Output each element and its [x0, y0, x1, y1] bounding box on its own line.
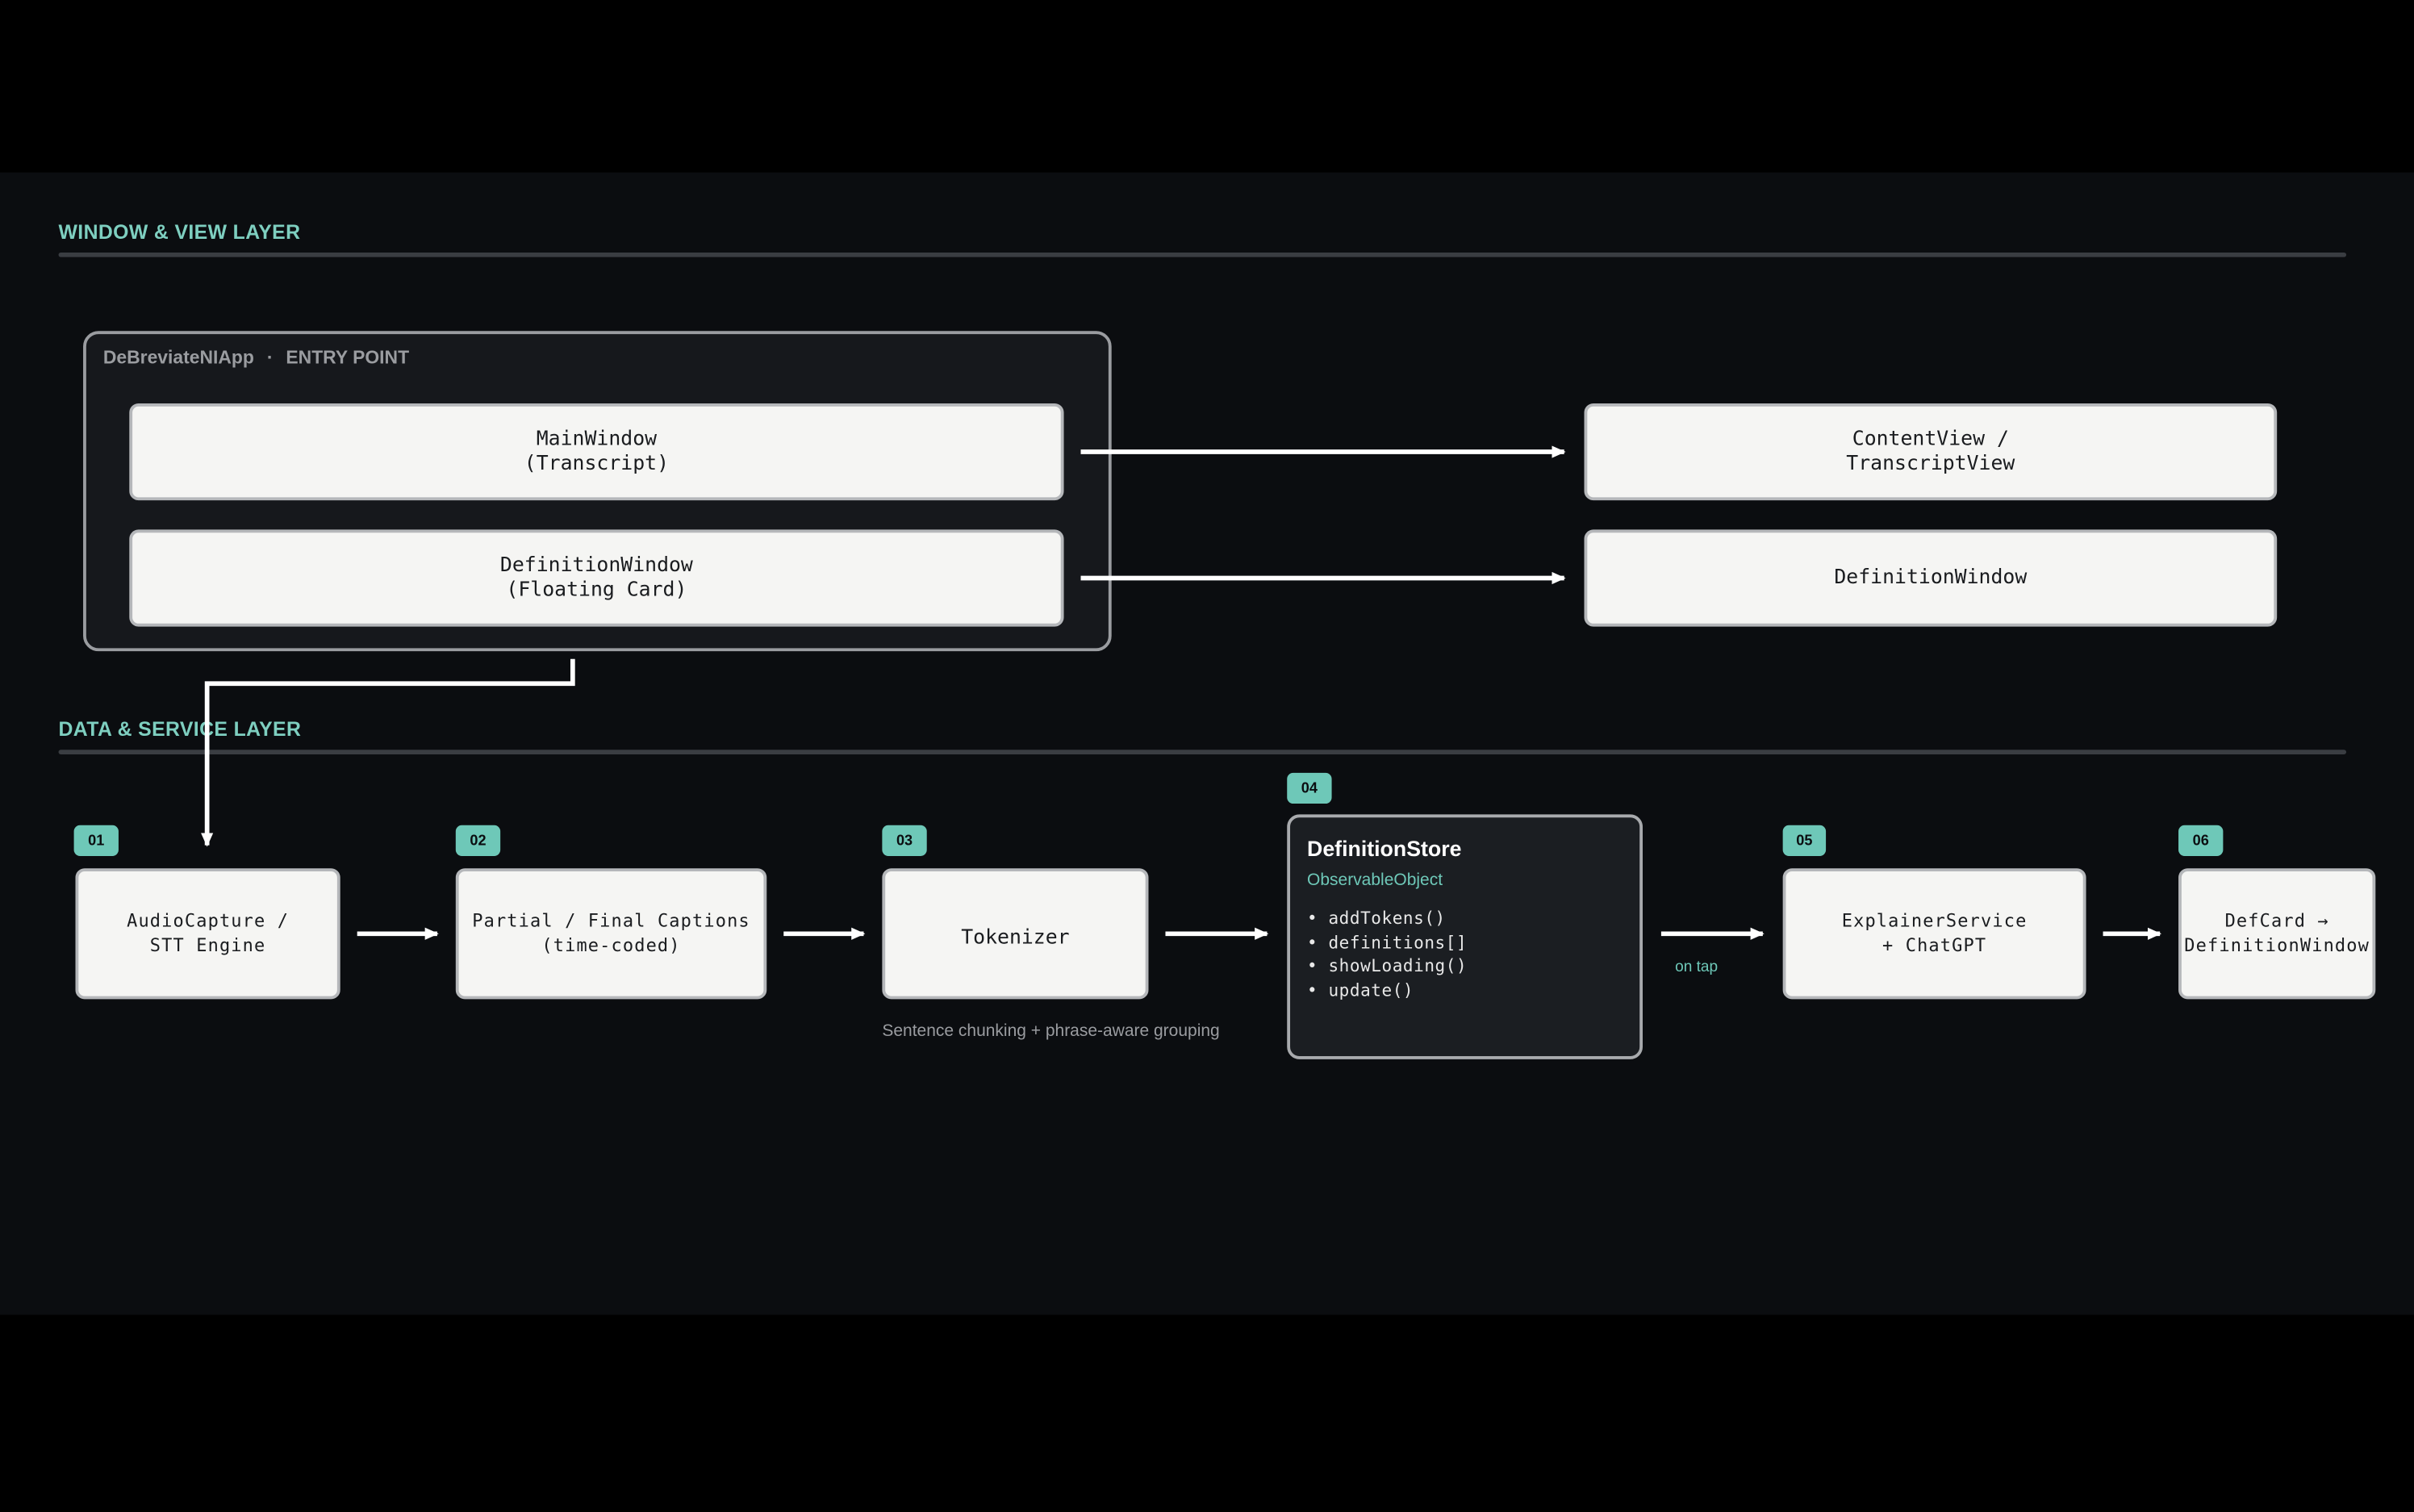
main-window-title: MainWindow [536, 428, 658, 451]
step-01-badge: 01 [73, 825, 119, 856]
definition-window-title: DefinitionWindow [499, 553, 693, 578]
definition-store-title: DefinitionStore [1307, 836, 1462, 861]
entry-point-label: DeBreviateNIApp · ENTRY POINT [103, 346, 409, 368]
step-02-badge: 02 [455, 825, 501, 856]
def-card-node: DefCard → DefinitionWindow [2178, 868, 2376, 1000]
step-03-badge: 03 [882, 825, 927, 856]
definition-window-subtitle: (Floating Card) [506, 578, 687, 602]
content-view-subtitle: TranscriptView [1846, 452, 2015, 475]
window-view-layer-divider [58, 252, 2347, 257]
definition-store-type: ObservableObject [1307, 871, 1443, 890]
entry-point-tag: ENTRY POINT [286, 346, 410, 369]
step-04-badge: 04 [1287, 772, 1332, 804]
main-window-subtitle: (Transcript) [524, 452, 670, 475]
entry-to-audio-arrow [201, 658, 575, 847]
tokenizer-title: Tokenizer [961, 926, 1070, 950]
definition-window-node: DefinitionWindow (Floating Card) [129, 529, 1064, 627]
on-tap-label: on tap [1675, 959, 1719, 976]
window-view-layer-title: WINDOW & VIEW LAYER [58, 219, 301, 244]
explainer-service-node: ExplainerService + ChatGPT [1782, 868, 2086, 1000]
explainer-service-title: ExplainerService [1841, 909, 2028, 932]
captions-title: Partial / Final Captions [472, 909, 750, 932]
step-06-badge: 06 [2178, 825, 2224, 856]
definition-store-node: DefinitionStore ObservableObject • addTo… [1287, 814, 1643, 1059]
audio-capture-node: AudioCapture / STT Engine [75, 868, 340, 1000]
def-card-title: DefCard → [2224, 909, 2329, 932]
data-service-layer-divider [58, 750, 2347, 754]
definition-window-view-title: DefinitionWindow [1834, 566, 2028, 590]
tokenizer-note: Sentence chunking + phrase-aware groupin… [882, 1022, 1220, 1041]
store-member: • update() [1307, 980, 1414, 1000]
main-window-node: MainWindow (Transcript) [129, 403, 1064, 501]
audio-capture-subtitle: STT Engine [149, 934, 266, 956]
def-card-subtitle: DefinitionWindow [2184, 934, 2370, 956]
captions-subtitle: (time-coded) [541, 934, 681, 956]
label-separator: · [266, 346, 274, 369]
content-view-title: ContentView / [1852, 428, 2009, 451]
content-view-node: ContentView / TranscriptView [1584, 403, 2278, 501]
explainer-service-subtitle: + ChatGPT [1881, 934, 1987, 956]
captions-node: Partial / Final Captions (time-coded) [455, 868, 767, 1000]
store-member: • addTokens() [1307, 908, 1446, 929]
step-05-badge: 05 [1782, 825, 1827, 856]
app-name: DeBreviateNIApp [102, 346, 254, 369]
definition-store-members: • addTokens() • definitions[] • showLoad… [1307, 907, 1467, 1003]
audio-capture-title: AudioCapture / [127, 909, 290, 932]
data-service-layer-title: DATA & SERVICE LAYER [58, 717, 302, 741]
store-member: • definitions[] [1307, 932, 1468, 953]
store-member: • showLoading() [1307, 956, 1468, 977]
definition-window-view-node: DefinitionWindow [1584, 529, 2278, 627]
tokenizer-node: Tokenizer [882, 868, 1149, 1000]
